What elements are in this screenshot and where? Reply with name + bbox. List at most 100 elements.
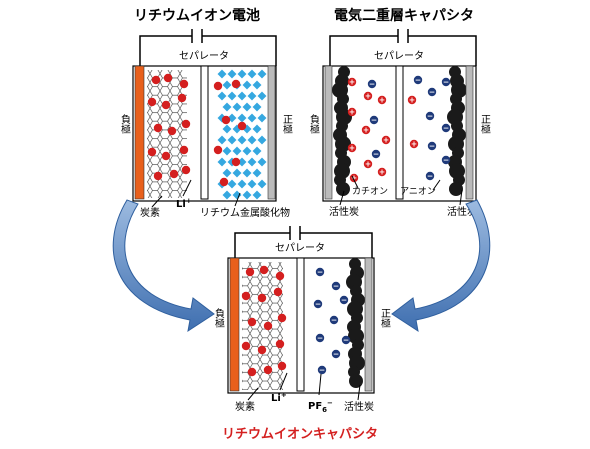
crystal-cell xyxy=(241,189,253,201)
anion-sign: − xyxy=(427,112,433,121)
lithium-ions-lib xyxy=(147,73,247,187)
circuit-wire-lic xyxy=(234,226,373,258)
anion xyxy=(441,123,451,133)
lithium-ion xyxy=(213,145,223,155)
carbon-particle xyxy=(336,182,350,196)
lithium-ion xyxy=(167,126,177,136)
anion-sign: − xyxy=(371,116,377,125)
crystal-cell xyxy=(231,145,243,157)
crystal-cell xyxy=(246,68,258,80)
crystal-cell xyxy=(256,156,268,168)
anion-sign: − xyxy=(333,350,339,359)
cathode-material-label-lib: リチウム金属酸化物 xyxy=(200,206,290,219)
anion-sign: − xyxy=(443,124,449,133)
lithium-ion xyxy=(147,147,157,157)
crystal-cell xyxy=(226,90,238,102)
cation-sign: + xyxy=(349,144,355,153)
crystal-cell xyxy=(216,156,228,168)
cation xyxy=(347,143,357,153)
lithium-ion xyxy=(151,75,161,85)
lithium-ion xyxy=(237,121,247,131)
anion xyxy=(413,75,423,85)
circuit-wire-lib xyxy=(139,29,277,66)
crystal-cell xyxy=(251,167,263,179)
panel-lithium-ion-battery: リチウムイオン電池 セパレータ 負極 正極 炭素 Li+ リチウム金 xyxy=(119,7,293,219)
anode-plate-lic xyxy=(229,257,240,392)
positive-electrode-label-lib: 正極 xyxy=(281,114,293,134)
anion xyxy=(313,299,323,309)
cation xyxy=(363,91,373,101)
lithium-ion xyxy=(273,287,283,297)
anion-sign: − xyxy=(331,316,337,325)
lithium-ion xyxy=(241,341,251,351)
crystal-cell xyxy=(236,68,248,80)
cation xyxy=(349,173,359,183)
crystal-cell xyxy=(221,123,233,135)
anion xyxy=(369,115,379,125)
crystal-cell xyxy=(246,178,258,190)
anion xyxy=(331,281,341,291)
cation-sign: + xyxy=(379,96,385,105)
crystal-cell xyxy=(236,90,248,102)
anion-sign: − xyxy=(429,88,435,97)
lithium-ion xyxy=(161,151,171,161)
positive-material-label-lic: 活性炭 xyxy=(344,400,374,413)
crystal-cell xyxy=(246,90,258,102)
cation xyxy=(363,159,373,169)
activated-carbon-positive-lic xyxy=(346,258,365,388)
crystal-cell xyxy=(256,68,268,80)
crystal-cell xyxy=(241,145,253,157)
crystal-cell xyxy=(241,101,253,113)
lithium-ion xyxy=(181,165,191,175)
anion-sign: − xyxy=(315,300,321,309)
lithium-ion xyxy=(221,115,231,125)
lithium-ion xyxy=(257,293,267,303)
anion-sign: − xyxy=(341,296,347,305)
crystal-cell xyxy=(251,101,263,113)
lithium-ion xyxy=(169,169,179,179)
cation-label-edlc: カチオン xyxy=(352,186,388,197)
graphite-layer-lic xyxy=(242,262,283,390)
cation-sign: + xyxy=(365,92,371,101)
cation xyxy=(407,95,417,105)
circuit-wire-edlc xyxy=(329,29,477,66)
anode-material-label-lib: 炭素 xyxy=(140,206,160,219)
positive-plate-edlc xyxy=(465,65,474,200)
lithium-ion xyxy=(153,171,163,181)
anion xyxy=(317,365,327,375)
anion xyxy=(441,77,451,87)
lithium-ion xyxy=(181,119,191,129)
crystal-cell xyxy=(236,178,248,190)
anion-sign: − xyxy=(343,336,349,345)
crystal-cell xyxy=(221,145,233,157)
negative-electrode-label-edlc: 負極 xyxy=(308,114,320,134)
carbon-particle xyxy=(349,374,363,388)
crystal-cell xyxy=(231,101,243,113)
lithium-ion xyxy=(153,123,163,133)
cation xyxy=(347,107,357,117)
cation-sign: + xyxy=(363,126,369,135)
panel-lithium-ion-capacitor: セパレータ −−−−−−−−− 負極 正極 炭素 Li+ PF6− 活性炭 リチ… xyxy=(213,226,391,442)
activated-carbon-positive-edlc xyxy=(447,66,467,196)
lithium-ion xyxy=(179,145,189,155)
positive-electrode-label-lic: 正極 xyxy=(379,308,391,328)
crystal-cell xyxy=(221,167,233,179)
cation xyxy=(377,95,387,105)
anion xyxy=(425,171,435,181)
crystal-cell xyxy=(251,79,263,91)
cation xyxy=(347,77,357,87)
lithium-ion xyxy=(247,367,257,377)
cation-sign: + xyxy=(351,174,357,183)
ion-label-lib: Li+ xyxy=(176,197,192,210)
lithium-ion xyxy=(177,93,187,103)
anion-sign: − xyxy=(415,76,421,85)
cathode-crystal-lib xyxy=(216,68,268,201)
lithium-ion xyxy=(257,345,267,355)
anion xyxy=(315,267,325,277)
positive-plate-lic xyxy=(364,257,373,392)
lithium-ion xyxy=(277,313,287,323)
anion xyxy=(425,111,435,121)
lithium-ion xyxy=(147,97,157,107)
separator-label-lib: セパレータ xyxy=(179,50,229,62)
lithium-ion xyxy=(241,291,251,301)
